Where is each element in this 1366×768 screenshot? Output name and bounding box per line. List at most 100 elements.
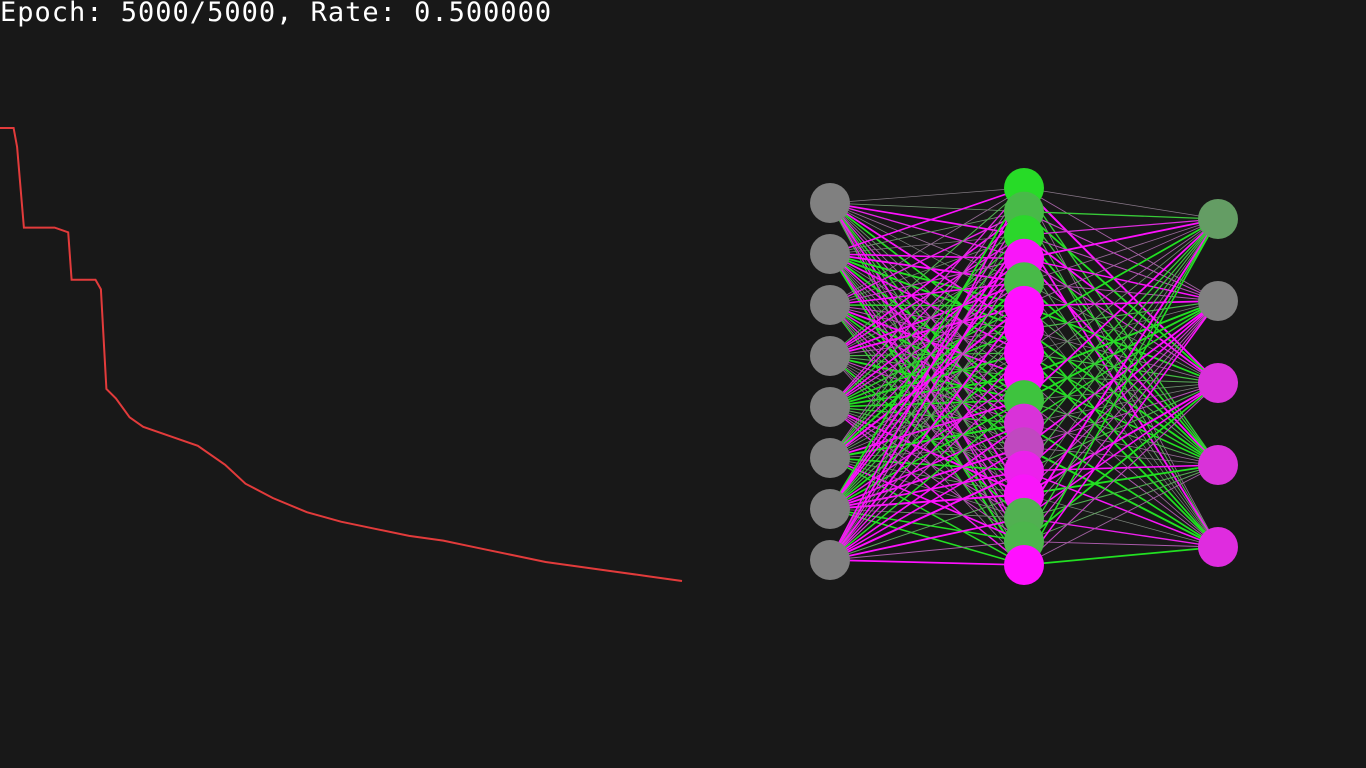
weight-edge (829, 258, 1025, 306)
weight-edge (1023, 382, 1219, 566)
weight-edge (829, 187, 1025, 459)
weight-edge (829, 281, 1025, 459)
weight-edge (829, 304, 1025, 425)
weight-edge (829, 281, 1025, 306)
weight-edge (829, 187, 1025, 408)
weight-edge (829, 281, 1025, 357)
training-status-text: Epoch: 5000/5000, Rate: 0.500000 (0, 0, 553, 28)
weight-edge (829, 258, 1025, 357)
weight-edge (829, 328, 1025, 459)
weight-edge (1023, 382, 1219, 519)
weight-edge (1023, 218, 1219, 401)
weight-edge (829, 352, 1025, 510)
input-neuron (810, 285, 850, 325)
weight-edge (1023, 218, 1219, 283)
weight-edge (829, 422, 1025, 510)
weight-edge (829, 187, 1025, 306)
weight-edge (829, 253, 1025, 260)
weight-edge (1023, 300, 1219, 401)
weight-edge (829, 376, 1025, 561)
weight-edge (829, 282, 1025, 561)
weight-edge (829, 355, 1025, 401)
output-neuron (1198, 199, 1238, 239)
weight-edge (829, 446, 1025, 561)
weight-edge (829, 469, 1025, 561)
weight-edge (1023, 218, 1219, 354)
weight-edge (829, 234, 1025, 357)
weight-edge (829, 328, 1025, 510)
weight-edge (1023, 300, 1219, 354)
weight-edge (1023, 382, 1219, 424)
weight-edge (829, 187, 1025, 255)
weight-edge (829, 508, 1025, 543)
weight-edge (1023, 218, 1219, 495)
weight-edge (1023, 300, 1219, 566)
weight-edge (1023, 300, 1219, 519)
weight-edge (829, 352, 1025, 357)
weight-edge (829, 234, 1025, 459)
input-neuron (810, 387, 850, 427)
weight-edge (829, 187, 1025, 204)
weight-edge (829, 234, 1025, 255)
weight-edge (829, 422, 1025, 561)
weight-edge (829, 202, 1025, 236)
input-neuron (810, 489, 850, 529)
output-neuron (1198, 445, 1238, 485)
weight-edge (1023, 517, 1219, 548)
weight-edge (829, 258, 1025, 510)
weight-edge (829, 540, 1025, 561)
weight-edge (829, 328, 1025, 408)
output-neuron (1198, 527, 1238, 567)
weight-edge (1023, 493, 1219, 548)
weight-edge (829, 210, 1025, 357)
weight-edge (829, 253, 1025, 425)
weight-edge (1023, 234, 1219, 302)
weight-edge (829, 304, 1025, 357)
weight-edge (1023, 382, 1219, 496)
weight-edge (1023, 218, 1219, 448)
weight-edge (829, 253, 1025, 377)
weight-edge (829, 253, 1025, 448)
weight-edge (1023, 300, 1219, 378)
weight-edge (829, 304, 1025, 401)
weight-edge (829, 304, 1025, 330)
output-neuron (1198, 363, 1238, 403)
weight-edge (829, 305, 1025, 561)
weight-edge (829, 422, 1025, 459)
weight-edge (829, 281, 1025, 510)
network-neurons (810, 168, 1238, 585)
weight-edge (1023, 218, 1219, 425)
weight-edge (829, 253, 1025, 331)
weight-edge (829, 304, 1025, 307)
weight-edge (1023, 187, 1219, 466)
weight-edge (1023, 446, 1219, 548)
weight-edge (829, 234, 1025, 306)
weight-edge (829, 211, 1025, 408)
weight-edge (1023, 218, 1219, 472)
input-neuron (810, 234, 850, 274)
output-neuron (1198, 281, 1238, 321)
weight-edge (1023, 300, 1219, 330)
weight-edge (1023, 446, 1219, 466)
weight-edge (1023, 382, 1219, 543)
weight-edge (1023, 257, 1219, 302)
weight-edge (829, 234, 1025, 561)
weight-edge (1023, 218, 1219, 519)
weight-edge (829, 281, 1025, 408)
weight-edge (1023, 300, 1219, 307)
weight-edge (829, 352, 1025, 408)
weight-edge (829, 355, 1025, 378)
weight-edge (829, 399, 1025, 408)
weight-edge (829, 304, 1025, 378)
weight-edge (829, 399, 1025, 459)
hidden-neuron (1004, 545, 1044, 585)
weight-edge (1023, 546, 1219, 566)
weight-edge (829, 253, 1025, 284)
weight-edge (829, 202, 1025, 212)
input-neuron (810, 540, 850, 580)
weight-edge (1023, 540, 1219, 548)
weight-edge (829, 328, 1025, 357)
weight-edge (1023, 218, 1219, 307)
weight-edge (1023, 300, 1219, 542)
